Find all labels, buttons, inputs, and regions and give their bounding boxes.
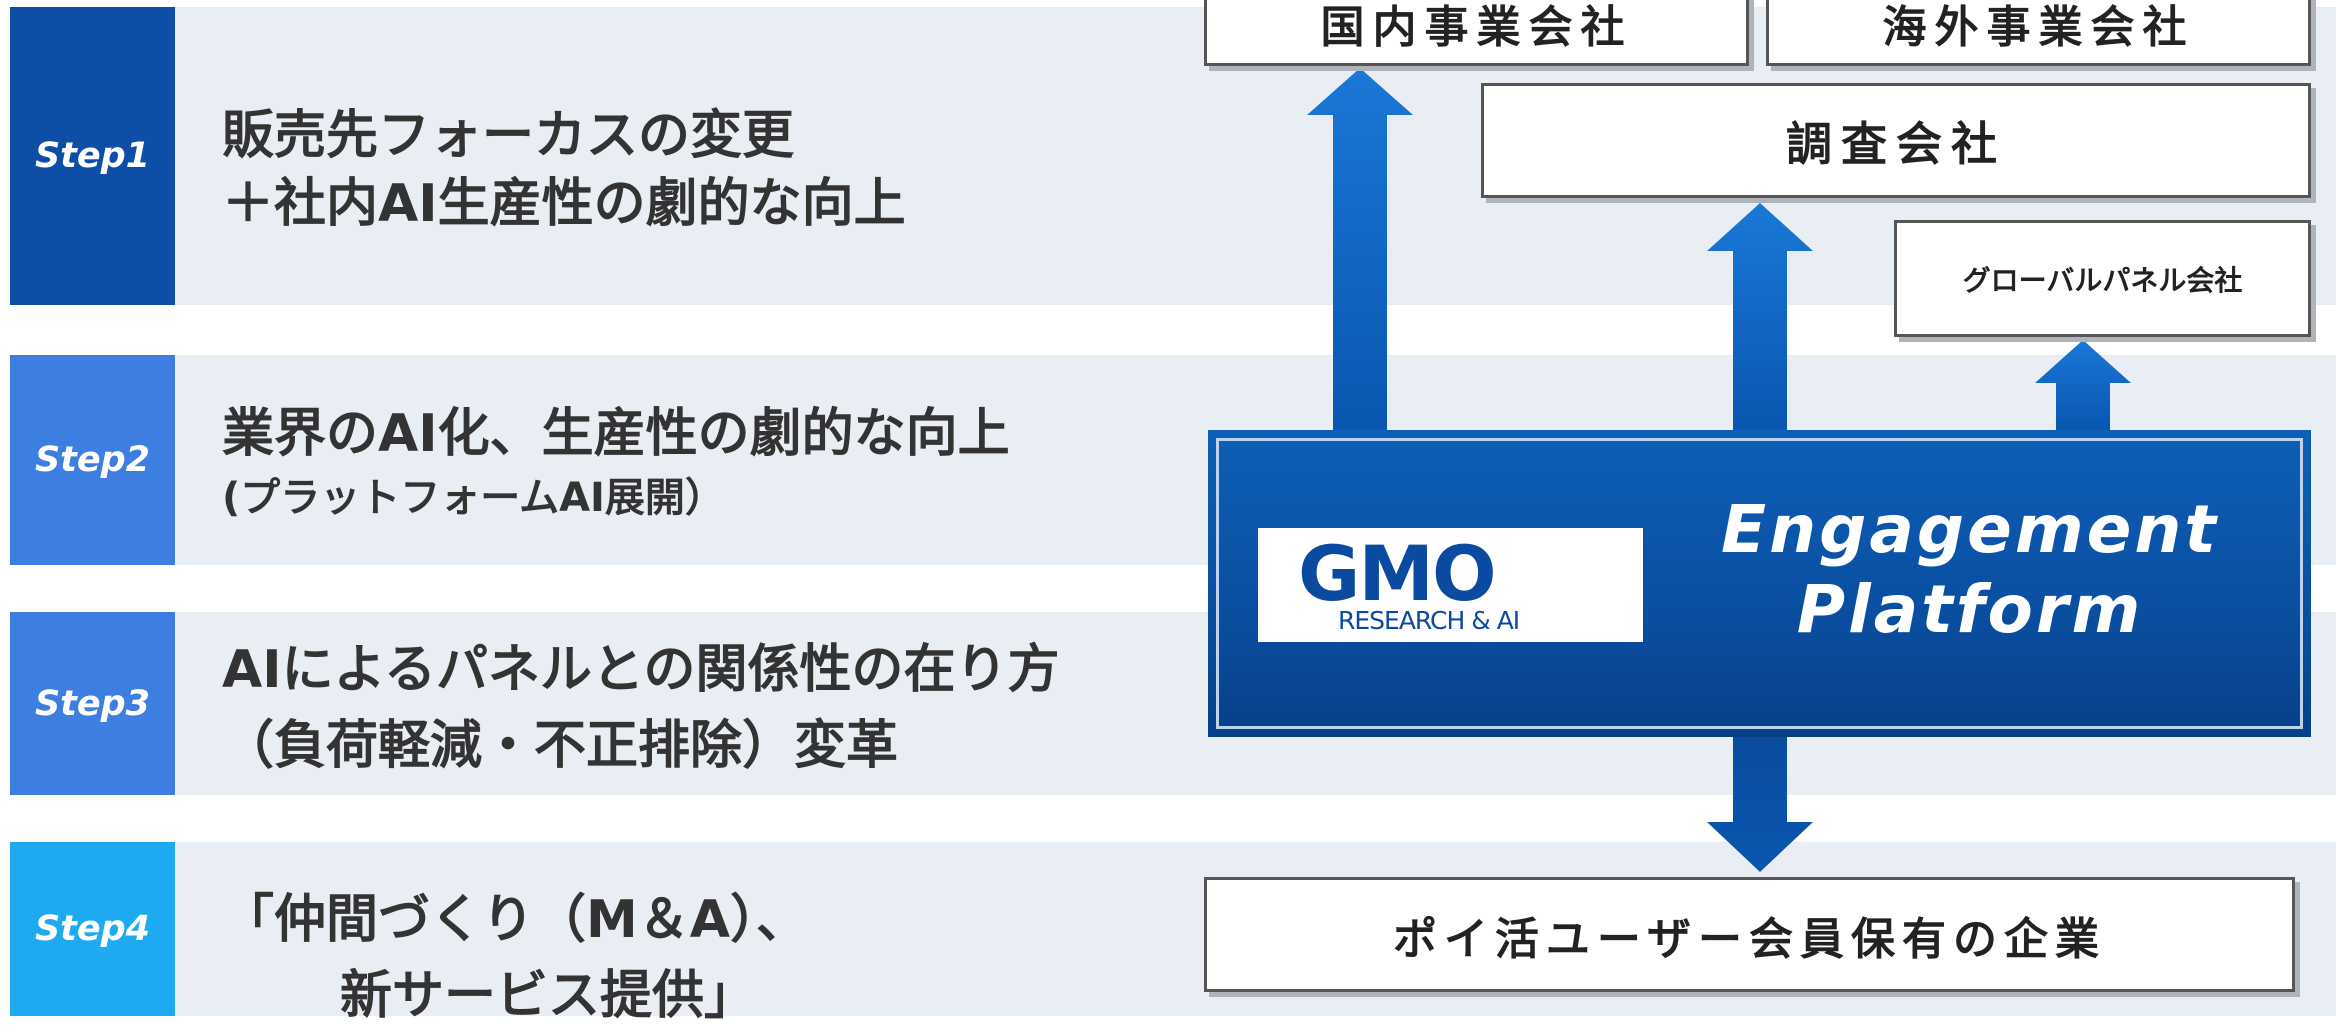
step4-label: Step4: [34, 909, 151, 949]
research-company-label: 調査会社: [1786, 116, 2006, 171]
step4-line1: 「仲間づくり（M＆A）、: [222, 890, 808, 950]
step3-tab: Step3: [10, 612, 175, 795]
step3-line2: （負荷軽減・不正排除）変革: [222, 716, 899, 776]
step2-label: Step2: [34, 440, 151, 480]
step2-line1: 業界のAI化、生産性の劇的な向上: [222, 404, 1010, 464]
poikatsu-company-label: ポイ活ユーザー会員保有の企業: [1392, 913, 2107, 965]
step3-line1: AIによるパネルとの関係性の在り方: [222, 640, 1060, 700]
domestic-company-label: 国内事業会社: [1320, 2, 1633, 53]
global-panel-company-label: グローバルパネル会社: [1962, 263, 2243, 297]
gmo-logo-mark: GMO: [1298, 529, 1497, 618]
gmo-research-logo: GMO RESEARCH & AI: [1258, 528, 1643, 642]
step1-tab: Step1: [10, 7, 175, 305]
global-panel-company-box: グローバルパネル会社: [1894, 220, 2311, 337]
overseas-company-label: 海外事業会社: [1882, 2, 2195, 53]
step4-tab: Step4: [10, 842, 175, 1016]
domestic-company-box: 国内事業会社: [1204, 0, 1749, 66]
arrow-to-poikatsu: [1707, 737, 1813, 872]
arrow-to-domestic: [1307, 68, 1413, 430]
poikatsu-company-box: ポイ活ユーザー会員保有の企業: [1204, 877, 2295, 992]
platform-title-line2: Platform: [1796, 571, 2144, 648]
platform-inner-border: [1216, 438, 2303, 729]
platform-title: Engagement Platform: [1665, 490, 2275, 650]
step1-label: Step1: [34, 136, 151, 176]
step2-line2: (プラットフォームAI展開）: [222, 475, 725, 521]
step1-line1: 販売先フォーカスの変更: [222, 106, 795, 166]
step1-line2: ＋社内AI生産性の劇的な向上: [222, 174, 906, 234]
arrow-to-global-panel: [2035, 340, 2131, 430]
overseas-company-box: 海外事業会社: [1766, 0, 2311, 66]
step3-text: AIによるパネルとの関係性の在り方 （負荷軽減・不正排除）変革: [222, 632, 1060, 784]
platform-title-line1: Engagement: [1721, 491, 2219, 568]
step1-text: 販売先フォーカスの変更 ＋社内AI生産性の劇的な向上: [222, 102, 906, 238]
step2-text: 業界のAI化、生産性の劇的な向上 (プラットフォームAI展開）: [222, 398, 1010, 526]
gmo-logo-subtitle: RESEARCH & AI: [1338, 606, 1520, 635]
research-company-box: 調査会社: [1481, 83, 2311, 198]
step2-tab: Step2: [10, 355, 175, 565]
step3-label: Step3: [34, 683, 151, 724]
arrow-to-research: [1707, 203, 1813, 430]
